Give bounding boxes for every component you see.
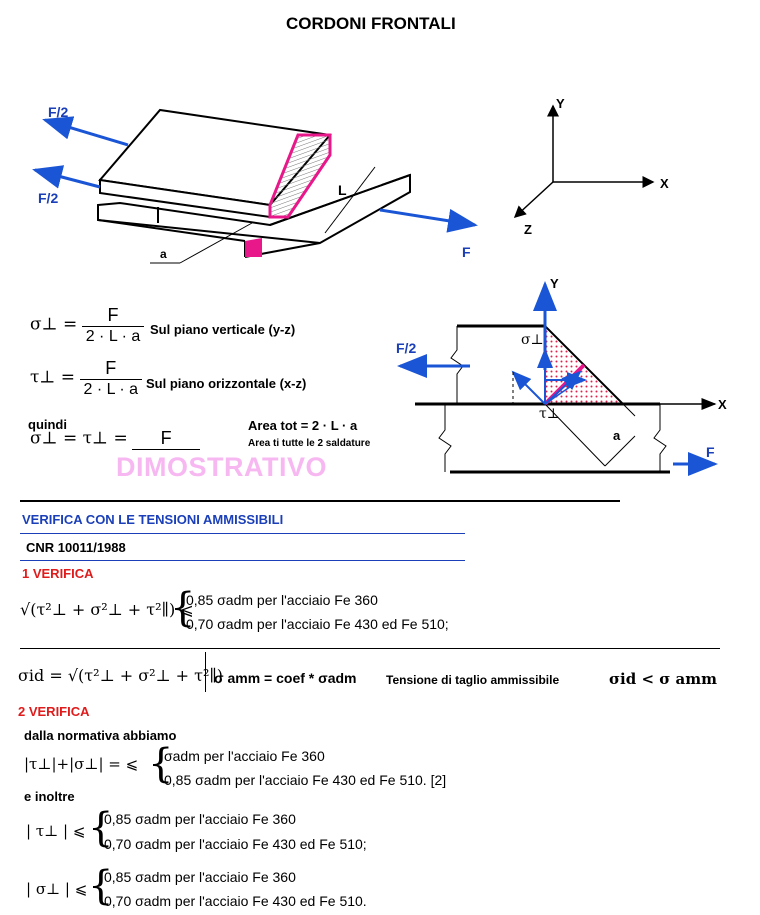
verification-2-case-1: σadm per l'acciaio Fe 360 bbox=[164, 748, 325, 764]
verification-2-lhs: |τ⊥|+|σ⊥| = ⩽ bbox=[24, 755, 139, 773]
axis-z-label: Z bbox=[524, 222, 532, 237]
sigma-id-formula: σid = √(τ²⊥ + σ²⊥ + τ²∥) bbox=[18, 666, 224, 685]
sigma-fraction: F 2 · L · a bbox=[81, 305, 145, 346]
sigma-comparison: σid < σ amm bbox=[609, 670, 718, 688]
section-sigma-label: σ⊥ bbox=[521, 332, 544, 348]
section-x-label: X bbox=[718, 397, 727, 412]
force-half-label-1: F/2 bbox=[48, 104, 69, 120]
verification-2-case-2: 0,85 σadm per l'acciaio Fe 430 ed Fe 510… bbox=[164, 772, 447, 788]
plane-vertical-note: Sul piano verticale (y-z) bbox=[150, 322, 296, 337]
sigma-formula: σ⊥ = F 2 · L · a bbox=[30, 305, 145, 346]
heading-underline bbox=[20, 533, 465, 534]
tau-fraction: F 2 · L · a bbox=[79, 358, 143, 399]
brace-icon: { bbox=[170, 585, 196, 631]
tau-lhs: τ⊥ = bbox=[30, 367, 76, 388]
tau-case-1: 0,85 σadm per l'acciaio Fe 360 bbox=[104, 811, 296, 827]
verification-1-title: 1 VERIFICA bbox=[22, 566, 94, 581]
sigma-equals-tau-formula: σ⊥ = τ⊥ = F bbox=[30, 428, 201, 451]
verification-1-lhs: √(τ²⊥ + σ²⊥ + τ²∥) ⩽ bbox=[20, 600, 194, 619]
verification-1-case-2: 0,70 σadm per l'acciaio Fe 430 ed Fe 510… bbox=[186, 616, 449, 632]
fraction-denominator: 2 · L · a bbox=[79, 379, 143, 399]
fraction-denominator-blank bbox=[132, 449, 201, 451]
plane-horizontal-note: Sul piano orizzontale (x-z) bbox=[146, 376, 307, 391]
tau-formula: τ⊥ = F 2 · L · a bbox=[30, 358, 143, 399]
sigma-case-2: 0,70 σadm per l'acciaio Fe 430 ed Fe 510… bbox=[104, 893, 367, 909]
plates-diagram bbox=[32, 108, 478, 264]
vertical-separator bbox=[205, 652, 206, 692]
verification-2-title: 2 VERIFICA bbox=[18, 704, 90, 719]
brace-icon: { bbox=[148, 741, 174, 787]
sigma-case-1: 0,85 σadm per l'acciaio Fe 360 bbox=[104, 869, 296, 885]
norm-label: CNR 10011/1988 bbox=[26, 540, 126, 555]
section-tau-label: τ⊥ bbox=[539, 406, 560, 422]
area-total: Area tot = 2 · L · a bbox=[248, 418, 358, 433]
fraction-denominator: 2 · L · a bbox=[81, 326, 145, 346]
page-title: CORDONI FRONTALI bbox=[286, 14, 456, 33]
quindi-label: quindi bbox=[28, 417, 67, 432]
throat-label: a bbox=[160, 247, 167, 261]
verification-2-intro: dalla normativa abbiamo bbox=[24, 728, 177, 743]
weld-section-diagram bbox=[397, 281, 718, 476]
sigma-tau-lhs: σ⊥ = τ⊥ = bbox=[30, 428, 128, 449]
inoltre-label: e inoltre bbox=[24, 789, 75, 804]
tau-abs-lhs: | τ⊥ | ⩽ bbox=[26, 822, 86, 840]
watermark: DIMOSTRATIVO bbox=[116, 452, 327, 482]
area-note: Area ti tutte le 2 saldature bbox=[248, 438, 371, 449]
sigma-amm-formula: σ amm = coef * σadm bbox=[214, 670, 357, 686]
fraction-numerator: F bbox=[105, 358, 117, 378]
tensione-note: Tensione di taglio ammissibile bbox=[386, 673, 560, 687]
brace-icon: { bbox=[88, 863, 114, 909]
axis-x-label: X bbox=[660, 176, 669, 191]
force-label: F bbox=[462, 244, 471, 260]
section-y-label: Y bbox=[550, 276, 559, 291]
axes-diagram bbox=[513, 104, 655, 219]
brace-icon: { bbox=[88, 805, 114, 851]
section-f-label: F bbox=[706, 444, 715, 460]
fraction-numerator: F bbox=[107, 305, 119, 325]
length-label: L bbox=[338, 182, 347, 198]
section-f-half-label: F/2 bbox=[396, 340, 417, 356]
axis-y-label: Y bbox=[556, 96, 565, 111]
tau-case-2: 0,70 σadm per l'acciaio Fe 430 ed Fe 510… bbox=[104, 836, 367, 852]
sigma-abs-lhs: | σ⊥ | ⩽ bbox=[26, 880, 88, 898]
force-half-label-2: F/2 bbox=[38, 190, 59, 206]
fraction-numerator: F bbox=[160, 428, 172, 448]
norm-underline bbox=[20, 560, 465, 561]
sigma-tau-fraction: F bbox=[132, 428, 201, 451]
sigma-lhs: σ⊥ = bbox=[30, 314, 78, 335]
verification-1-case-1: 0,85 σadm per l'acciaio Fe 360 bbox=[186, 592, 378, 608]
section-a-label: a bbox=[613, 428, 621, 443]
separator-line bbox=[20, 648, 720, 649]
section-divider bbox=[20, 500, 620, 502]
verification-heading: VERIFICA CON LE TENSIONI AMMISSIBILI bbox=[22, 512, 284, 527]
